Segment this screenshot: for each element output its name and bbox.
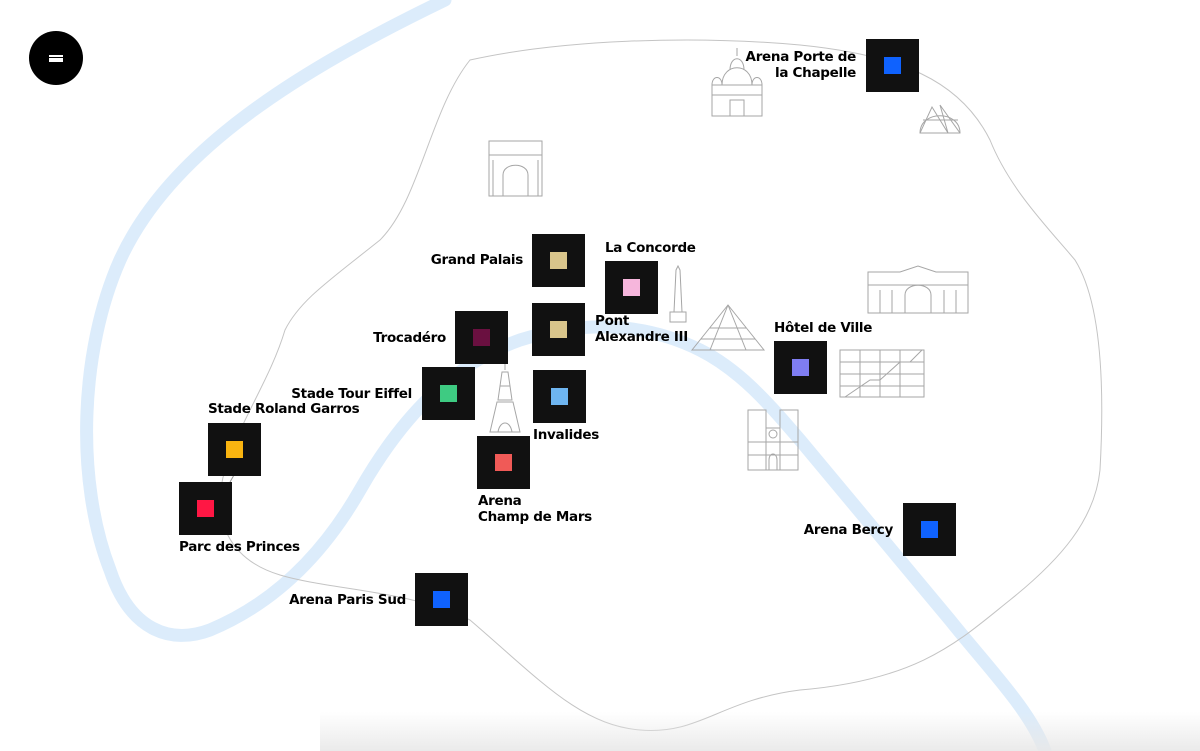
venue-label-hotel-de-ville[interactable]: Hôtel de Ville bbox=[774, 320, 872, 336]
venue-label-invalides[interactable]: Invalides bbox=[533, 427, 599, 443]
gare-building-icon bbox=[867, 265, 969, 314]
venue-tile-pont-alexandre-iii[interactable] bbox=[532, 303, 585, 356]
venue-tile-hotel-de-ville[interactable] bbox=[774, 341, 827, 394]
venue-tile-stade-roland-garros[interactable] bbox=[208, 423, 261, 476]
louvre-pyramid-icon bbox=[690, 304, 766, 351]
venue-label-line: Alexandre III bbox=[595, 329, 689, 345]
venue-tile-trocadero[interactable] bbox=[455, 311, 508, 364]
bottom-fade-overlay bbox=[320, 712, 1200, 751]
venue-label-line: Grand Palais bbox=[430, 252, 524, 268]
venue-color-square bbox=[623, 279, 640, 296]
venue-color-square bbox=[921, 521, 938, 538]
hamburger-menu-icon bbox=[49, 54, 63, 62]
venue-color-square bbox=[884, 57, 901, 74]
venue-tile-invalides[interactable] bbox=[533, 370, 586, 423]
venue-color-square bbox=[792, 359, 809, 376]
venue-color-square bbox=[440, 385, 457, 402]
venue-color-square bbox=[473, 329, 490, 346]
venue-color-square bbox=[197, 500, 214, 517]
venue-label-la-concorde[interactable]: La Concorde bbox=[605, 240, 696, 256]
geode-icon bbox=[919, 104, 961, 134]
venue-tile-arena-paris-sud[interactable] bbox=[415, 573, 468, 626]
venue-label-line: Hôtel de Ville bbox=[774, 320, 873, 336]
venue-color-square bbox=[551, 388, 568, 405]
venue-label-line: Arena Bercy bbox=[803, 522, 894, 538]
paris-boundary bbox=[219, 39, 1103, 731]
eiffel-tower-icon bbox=[489, 362, 521, 433]
venue-color-square bbox=[550, 252, 567, 269]
venue-label-stade-tour-eiffel[interactable]: Stade Tour Eiffel bbox=[291, 386, 412, 402]
sacre-coeur-icon bbox=[711, 48, 763, 117]
venue-tile-arena-porte-de-la-chapelle[interactable] bbox=[866, 39, 919, 92]
venue-label-line: Arena bbox=[478, 493, 522, 509]
venue-tile-la-concorde[interactable] bbox=[605, 261, 658, 314]
venue-tile-arena-champ-de-mars[interactable] bbox=[477, 436, 530, 489]
venue-label-parc-des-princes[interactable]: Parc des Princes bbox=[179, 539, 300, 555]
venue-label-line: Stade Tour Eiffel bbox=[291, 386, 412, 402]
venue-label-grand-palais[interactable]: Grand Palais bbox=[430, 252, 524, 268]
venue-label-line: Arena Porte de bbox=[745, 49, 857, 65]
venue-label-line: Pont bbox=[595, 313, 630, 329]
venue-color-square bbox=[550, 321, 567, 338]
venue-label-line: Trocadéro bbox=[373, 330, 446, 346]
venue-label-line: Invalides bbox=[533, 427, 599, 443]
seine-river bbox=[80, 0, 1052, 751]
venue-tile-parc-des-princes[interactable] bbox=[179, 482, 232, 535]
venue-label-line: Parc des Princes bbox=[179, 539, 300, 555]
venue-label-arena-bercy[interactable]: Arena Bercy bbox=[803, 522, 894, 538]
venue-label-arena-paris-sud[interactable]: Arena Paris Sud bbox=[289, 592, 406, 608]
notre-dame-icon bbox=[747, 409, 799, 471]
arc-de-triomphe-icon bbox=[488, 140, 543, 197]
venue-label-pont-alexandre-iii[interactable]: Pont Alexandre III bbox=[595, 313, 688, 345]
menu-button[interactable] bbox=[29, 31, 83, 85]
venue-label-arena-champ-de-mars[interactable]: Arena Champ de Mars bbox=[478, 493, 592, 525]
venue-color-square bbox=[226, 441, 243, 458]
obelisk-icon bbox=[669, 264, 687, 323]
venue-color-square bbox=[433, 591, 450, 608]
venue-color-square bbox=[495, 454, 512, 471]
venue-label-line: La Concorde bbox=[605, 240, 696, 256]
venue-label-stade-roland-garros[interactable]: Stade Roland Garros bbox=[208, 401, 360, 417]
venue-tile-grand-palais[interactable] bbox=[532, 234, 585, 287]
venue-label-trocadero[interactable]: Trocadéro bbox=[373, 330, 446, 346]
venue-label-line: Champ de Mars bbox=[478, 509, 592, 525]
venue-tile-arena-bercy[interactable] bbox=[903, 503, 956, 556]
venue-label-line: la Chapelle bbox=[775, 65, 856, 81]
venue-tile-stade-tour-eiffel[interactable] bbox=[422, 367, 475, 420]
venue-label-line: Stade Roland Garros bbox=[208, 401, 360, 417]
connector-line bbox=[229, 474, 235, 483]
centre-pompidou-icon bbox=[839, 349, 925, 398]
venue-label-arena-porte-de-la-chapelle[interactable]: Arena Porte de la Chapelle bbox=[745, 49, 857, 81]
venue-label-line: Arena Paris Sud bbox=[289, 592, 406, 608]
